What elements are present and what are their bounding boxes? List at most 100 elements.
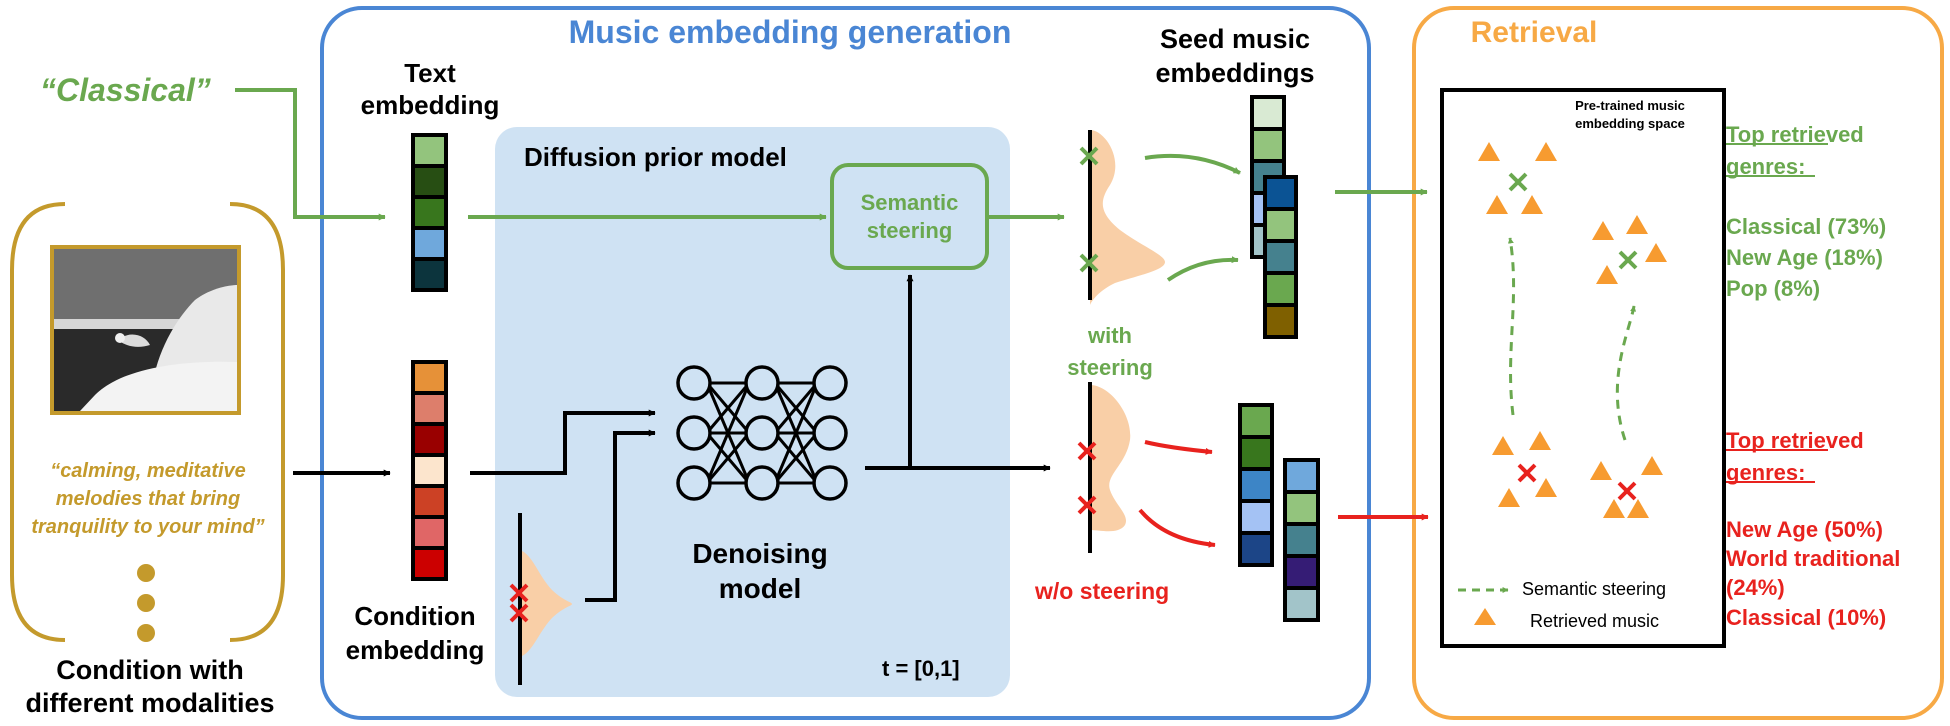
text-embedding-cell: [411, 164, 448, 199]
unsteered-embedding-cell: [1283, 522, 1320, 558]
condition-to-denoiser-arrow: [470, 409, 656, 475]
network-node: [744, 415, 780, 451]
ellipsis-dot: [137, 624, 155, 642]
time-range: t = [0,1]: [882, 656, 960, 681]
denoising-label: model: [718, 573, 802, 604]
condition-embedding-cell: [411, 453, 448, 488]
condition-embedding-vector: [411, 360, 448, 581]
retrieved-music-marker: [1498, 488, 1520, 507]
steered-genre: Pop (8%): [1726, 276, 1821, 301]
network-edge: [773, 382, 819, 434]
retrieved-music-marker: [1603, 499, 1625, 518]
seed-embeddings-label: embeddings: [1155, 58, 1315, 88]
steered-sample-arrow: [1144, 153, 1241, 175]
modality-brace-left: [10, 202, 66, 642]
text-embedding-cell: [411, 226, 448, 261]
legend-steering-label: Semantic steering: [1522, 579, 1667, 599]
steering-path-right: [1615, 305, 1637, 441]
retrieved-music-marker: [1529, 431, 1551, 450]
retrieved-music-marker: [1486, 195, 1508, 214]
network-node: [676, 415, 712, 451]
seed-embedding-cell: [1250, 127, 1286, 163]
embedding-space-box: [1440, 88, 1726, 648]
unsteered-sample-arrow: [1138, 508, 1216, 548]
steered-header: Top retrieved: [1726, 122, 1864, 147]
generation-title: Music embedding generation: [568, 14, 1012, 50]
unsteered-embedding-cell: [1238, 499, 1274, 535]
input-title: different modalities: [25, 688, 275, 718]
semantic-steering-label: Semantic: [860, 190, 959, 215]
semantic-steering-label: steering: [866, 218, 953, 243]
retrieved-music-marker: [1590, 461, 1612, 480]
retrieved-music-marker: [1535, 478, 1557, 497]
unsteered-embedding-cell: [1238, 531, 1274, 567]
noise-distribution: [509, 513, 572, 685]
without-steering-label: w/o steering: [1035, 578, 1170, 604]
embedding-space-label: Pre-trained music: [1575, 98, 1685, 113]
unsteered-query-marker: [1617, 481, 1637, 501]
caption-line: “calming, meditative: [50, 460, 246, 482]
condition-embedding-cell: [411, 515, 448, 550]
network-node: [812, 365, 848, 401]
retrieved-music-marker: [1596, 265, 1618, 284]
unsteered-header: genres:: [1726, 460, 1806, 485]
steered-genre: New Age (18%): [1726, 245, 1883, 270]
text-embedding-cell: [411, 257, 448, 292]
text-query-arrow: [235, 88, 386, 221]
steering-path-left: [1507, 237, 1516, 416]
unsteered-distribution: [1077, 382, 1131, 553]
retrieved-music-marker: [1626, 215, 1648, 234]
diffusion-title: Diffusion prior model: [524, 142, 787, 172]
unsteered-genre: New Age (50%): [1726, 517, 1883, 542]
seed-embedding-front: [1263, 175, 1298, 339]
steered-query-marker: [1618, 250, 1638, 270]
text-embedding-cell: [411, 195, 448, 230]
generation-frame: [320, 6, 1371, 720]
network-edge: [773, 382, 819, 484]
with-steering-label: steering: [1067, 355, 1153, 380]
seed-embedding-cell: [1263, 207, 1298, 243]
retrieval-frame: [1412, 6, 1944, 720]
network-edge: [705, 382, 751, 434]
meditation-photo: [50, 245, 241, 415]
network-edge: [773, 432, 819, 484]
ellipsis-dot: [137, 564, 155, 582]
with-steering-label: with: [1088, 323, 1132, 348]
retrieval-title: Retrieval: [1470, 16, 1598, 49]
unsteered-query-marker: [1517, 463, 1537, 483]
unsteered-sample-arrow: [1144, 440, 1213, 455]
text-query: “Classical”: [40, 72, 211, 108]
network-node: [812, 415, 848, 451]
retrieved-music-marker: [1492, 436, 1514, 455]
condition-embedding-cell: [411, 391, 448, 426]
retrieved-music-marker: [1535, 142, 1557, 161]
retrieved-music-marker: [1478, 142, 1500, 161]
steered-distribution: [1079, 130, 1165, 305]
denoising-label: Denoising: [692, 538, 828, 569]
retrieved-music-markers: [1478, 142, 1667, 518]
retrieved-music-marker: [1592, 221, 1614, 240]
text-embedding-vector: [411, 133, 448, 292]
unsteered-embedding-cell: [1238, 403, 1274, 439]
unsteered-embedding-back: [1283, 458, 1320, 622]
retrieved-music-marker: [1645, 243, 1667, 262]
network-node: [676, 465, 712, 501]
seed-embedding-cell: [1250, 95, 1286, 131]
condition-embedding-label: embedding: [345, 635, 485, 665]
network-node: [676, 365, 712, 401]
text-embedding-cell: [411, 133, 448, 168]
unsteered-genre: World traditional: [1726, 546, 1901, 571]
unsteered-embedding-cell: [1238, 435, 1274, 471]
unsteered-genre: Classical (10%): [1726, 605, 1887, 630]
seed-embedding-cell: [1263, 271, 1298, 307]
seed-embedding-cell: [1263, 303, 1298, 339]
ellipsis-dot: [137, 594, 155, 612]
seed-embedding-cell: [1263, 175, 1298, 211]
network-edge: [705, 382, 751, 484]
modality-brace-right: [229, 202, 285, 642]
steered-query-marker: [1508, 172, 1528, 192]
seed-embeddings-label: Seed music: [1159, 24, 1311, 54]
unsteered-embedding-cell: [1238, 467, 1274, 503]
network-edge: [705, 432, 751, 484]
